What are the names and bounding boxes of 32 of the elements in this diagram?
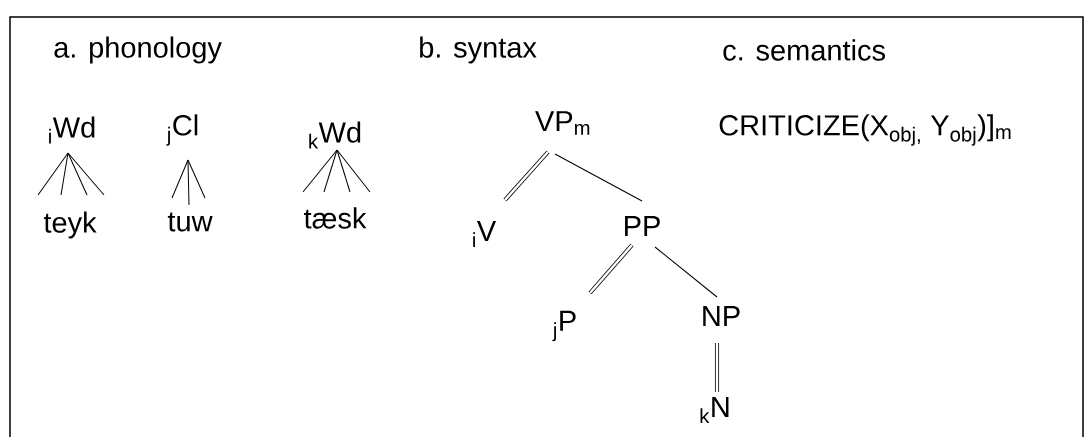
semantic-formula: CRITICIZE(X$_{obj,}$ Y$_{obj}$)]$_{m}$	[719, 114, 1011, 146]
tree-node-label: $_{j}$Cl	[166, 114, 198, 146]
branch-line	[323, 149, 338, 193]
tree-node-label: tuw	[167, 212, 213, 232]
tree-node-label: VP$_{m}$	[535, 111, 590, 135]
tree-node-label: $_{i}$Wd	[49, 116, 95, 144]
branch-line	[654, 246, 718, 298]
section-heading: c. semantics	[723, 39, 885, 61]
branch-line	[187, 159, 206, 199]
tree-node-label: NP	[703, 306, 740, 326]
tree-node-label: $_{k}$N	[700, 396, 729, 424]
branch-line	[336, 149, 351, 193]
tree-node-label: $_{j}$P	[552, 310, 576, 342]
branch-line	[588, 243, 634, 295]
branch-line	[336, 149, 371, 193]
branch-line	[503, 150, 550, 202]
section-heading: a. phonology	[54, 36, 222, 64]
tree-node-label: tæsk	[304, 207, 367, 229]
branch-line	[554, 153, 643, 202]
branch-line	[67, 152, 105, 196]
branch-line	[714, 343, 720, 392]
section-heading: b. syntax	[420, 36, 537, 64]
branch-line	[187, 159, 190, 206]
tree-node-label: $_{i}$V	[473, 220, 497, 248]
branch-line	[67, 152, 88, 196]
tree-node-label: teyk	[43, 211, 97, 239]
branch-line	[60, 152, 69, 196]
branch-line	[171, 159, 189, 199]
branch-line	[37, 152, 69, 196]
tree-node-label: PP	[625, 216, 660, 236]
branch-line	[302, 149, 338, 193]
tree-node-label: $_{k}$Wd	[309, 121, 361, 149]
